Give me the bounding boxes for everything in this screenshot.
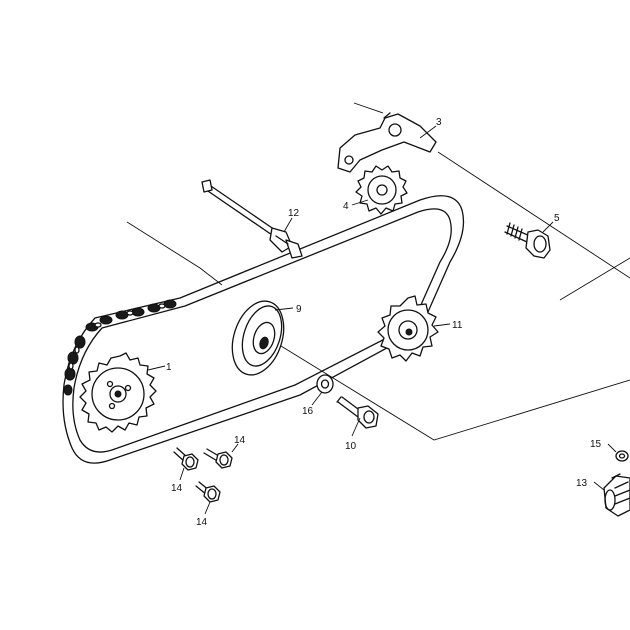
leader-lines	[147, 125, 617, 515]
callout-4: 4	[343, 201, 349, 212]
callout-3: 3	[436, 117, 442, 128]
callout-10: 10	[345, 441, 357, 452]
idler-sprocket	[377, 295, 439, 362]
crank-sprocket	[79, 352, 157, 433]
callout-1: 1	[166, 362, 172, 373]
boundary-lines	[126, 102, 630, 441]
callout-11: 11	[452, 320, 463, 331]
screw-14-a	[173, 447, 199, 471]
screw-14-b	[203, 448, 233, 469]
tensioner-roller	[231, 300, 285, 376]
bolt-5	[504, 222, 551, 259]
callout-14-b: 14	[171, 483, 183, 494]
screw-14-c	[195, 481, 221, 503]
callout-14-c: 14	[196, 517, 208, 528]
callout-13: 13	[576, 478, 588, 489]
callout-16: 16	[302, 406, 314, 417]
chain-links	[63, 299, 177, 396]
callout-5: 5	[554, 213, 560, 224]
bolt-10	[336, 396, 379, 429]
callout-labels: 1 3 4 5 9 10 11 12 13 14 14 14 15 16	[166, 117, 602, 528]
callout-15: 15	[590, 439, 602, 450]
plug-13	[603, 473, 630, 517]
callout-12: 12	[288, 208, 300, 219]
callout-14-a: 14	[234, 435, 246, 446]
guide-sprocket	[355, 165, 408, 215]
tensioner-rod	[201, 179, 303, 259]
cam-chain	[62, 195, 465, 464]
guide-bracket	[337, 112, 437, 173]
washer-16	[316, 374, 334, 394]
callout-9: 9	[296, 304, 302, 315]
washer-15	[615, 450, 629, 462]
